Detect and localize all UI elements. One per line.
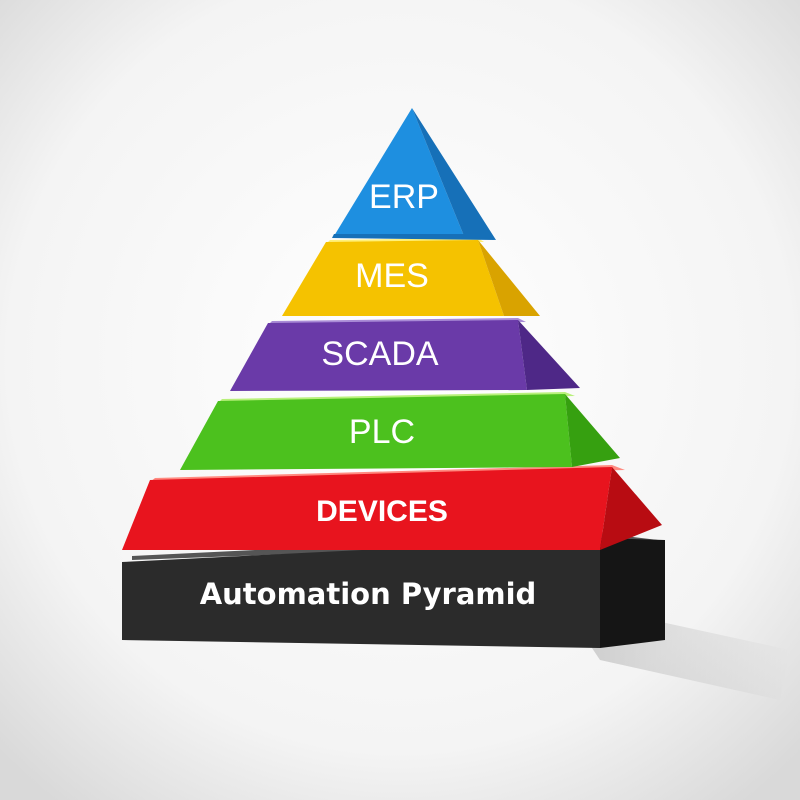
layer-plc-side-face	[565, 394, 620, 467]
layer-mes-front-face	[282, 240, 504, 316]
layer-scada-front-face	[230, 320, 527, 391]
base-side-face	[600, 538, 665, 648]
layer-devices-label: DEVICES	[316, 495, 448, 528]
base-front-face	[122, 538, 600, 648]
layer-devices: DEVICES	[122, 465, 662, 550]
layer-plc: PLC	[180, 392, 620, 470]
layer-erp-label: ERP	[369, 178, 439, 216]
layer-plc-label: PLC	[349, 413, 415, 451]
layer-mes-side-face	[478, 240, 540, 316]
layer-erp-front-face	[334, 108, 464, 236]
layer-plc-front-face	[180, 394, 572, 470]
layer-scada: SCADA	[230, 318, 580, 391]
layer-scada-label: SCADA	[321, 335, 438, 373]
layer-devices-front-face	[122, 467, 612, 550]
layer-scada-side-face	[518, 320, 580, 390]
layer-mes: MES	[282, 238, 540, 316]
layer-devices-side-face	[600, 467, 662, 550]
layer-mes-label: MES	[355, 257, 429, 295]
layer-erp-bottom-edge	[332, 234, 496, 240]
layer-erp: ERP	[332, 108, 496, 240]
base-label: Automation Pyramid	[200, 577, 537, 611]
layer-erp-side-face	[412, 108, 496, 240]
